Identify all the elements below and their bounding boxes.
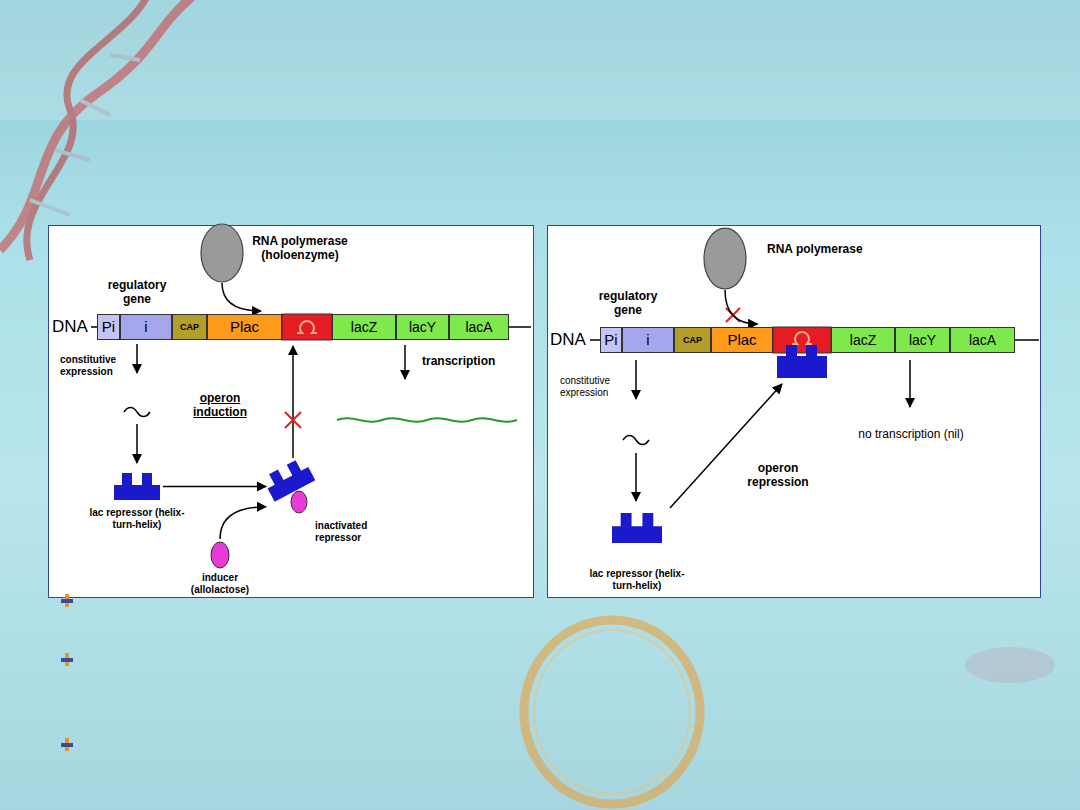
inducer-molecule: inducer (allolactose) [210,541,230,569]
rna-polymerase-shape [200,223,244,283]
gene-segment: lacA [449,314,509,340]
segment-label: CAP [683,335,702,345]
connector-arrow [725,290,758,324]
bound-repressor [777,345,827,378]
shape-caption: inducer (allolactose) [175,572,265,595]
bullet-icon [61,738,73,751]
shape-caption: lac repressor (helix-turn-helix) [582,568,692,591]
text-label: no transcription (nil) [856,428,966,442]
segment-label: i [646,331,649,348]
dna-helix-decoration [0,0,200,260]
text-label: operon repression [741,462,815,490]
gene-segment: i [622,327,674,353]
rna-polymerase-shape [703,227,747,290]
segment-label: lacY [909,332,936,348]
arrow [292,346,294,458]
arrow [635,360,637,399]
connector-arrow [220,507,266,539]
gene-segment: lacY [396,314,449,340]
segment-label: Pi [604,331,617,348]
text-label: regulatory gene [95,279,179,307]
mrna-squiggle [623,436,649,445]
operator-symbol [792,332,812,344]
helix-rungs [30,55,140,215]
gene-segment: CAP [674,327,711,353]
rna-polymerase: RNA polymerase [703,227,747,290]
plasmid-ring [524,620,700,804]
segment-label: lacA [969,332,996,348]
text-label: constitutive expression [560,375,634,398]
gene-segment: Pi [600,327,622,353]
segment-label: lacY [409,319,436,335]
gene-segment: lacZ [831,327,895,353]
plasmid-ring-inner [534,630,690,794]
shape-caption: RNA polymerase (holoenzyme) [250,235,350,263]
shape-caption: lac repressor (helix-turn-helix) [82,507,192,530]
arrow [635,453,637,501]
bullet-icon [61,594,73,607]
gene-segment: CAP [172,314,207,340]
dna-line [509,326,531,328]
panel [49,226,534,598]
panel [548,226,1041,598]
mrna-transcript [337,418,517,421]
operator-symbol [297,321,317,333]
operator-box [282,314,332,340]
gene-segment: Plac [207,314,282,340]
connector-arrow [163,486,266,488]
helix-strand [27,0,150,260]
operator-box [773,327,831,353]
repressor-protein: lac repressor (helix-turn-helix) [114,473,160,500]
repressor-protein-shape [114,473,160,500]
segment-label: Pi [102,318,115,335]
segment-label: i [144,318,147,335]
arrow [136,424,138,463]
segment-label: lacZ [351,319,377,335]
repressor-protein-shape [612,513,662,543]
shape-caption: inactivated repressor [315,520,381,543]
text-label: DNA [550,330,586,350]
blur-spot [965,647,1055,683]
text-label: constitutive expression [60,354,136,377]
gene-segment: lacZ [332,314,396,340]
text-label: transcription [422,355,495,369]
top-glow [0,0,1080,120]
rna-polymerase: RNA polymerase (holoenzyme) [200,223,244,283]
segment-label: lacZ [850,332,876,348]
text-label: regulatory gene [586,290,670,318]
segment-label: Plac [230,318,259,335]
segment-label: CAP [180,322,199,332]
mrna-squiggle [124,408,150,417]
dna-line [1015,339,1039,341]
repressor-protein: lac repressor (helix-turn-helix) [612,513,662,543]
shape-caption: RNA polymerase [767,243,863,257]
arrow [909,360,911,407]
arrow [670,384,782,508]
gene-segment: lacY [895,327,950,353]
connector-arrow [222,283,261,311]
gene-segment: i [120,314,172,340]
gene-segment: Pi [97,314,120,340]
bullet-icon [61,653,73,666]
inactivated-repressor-shape [268,460,312,515]
block-cross [285,412,301,428]
inactivated-repressor: inactivated repressor [268,460,312,515]
text-label: DNA [52,317,88,337]
segment-label: lacA [465,319,492,335]
gene-segment: lacA [950,327,1015,353]
arrow [404,345,406,379]
dna-line [590,339,600,341]
gene-segment: Plac [711,327,773,353]
arrow [136,344,138,373]
segment-label: Plac [727,331,756,348]
text-label: operon induction [188,392,252,420]
inducer-molecule-shape [210,541,230,569]
